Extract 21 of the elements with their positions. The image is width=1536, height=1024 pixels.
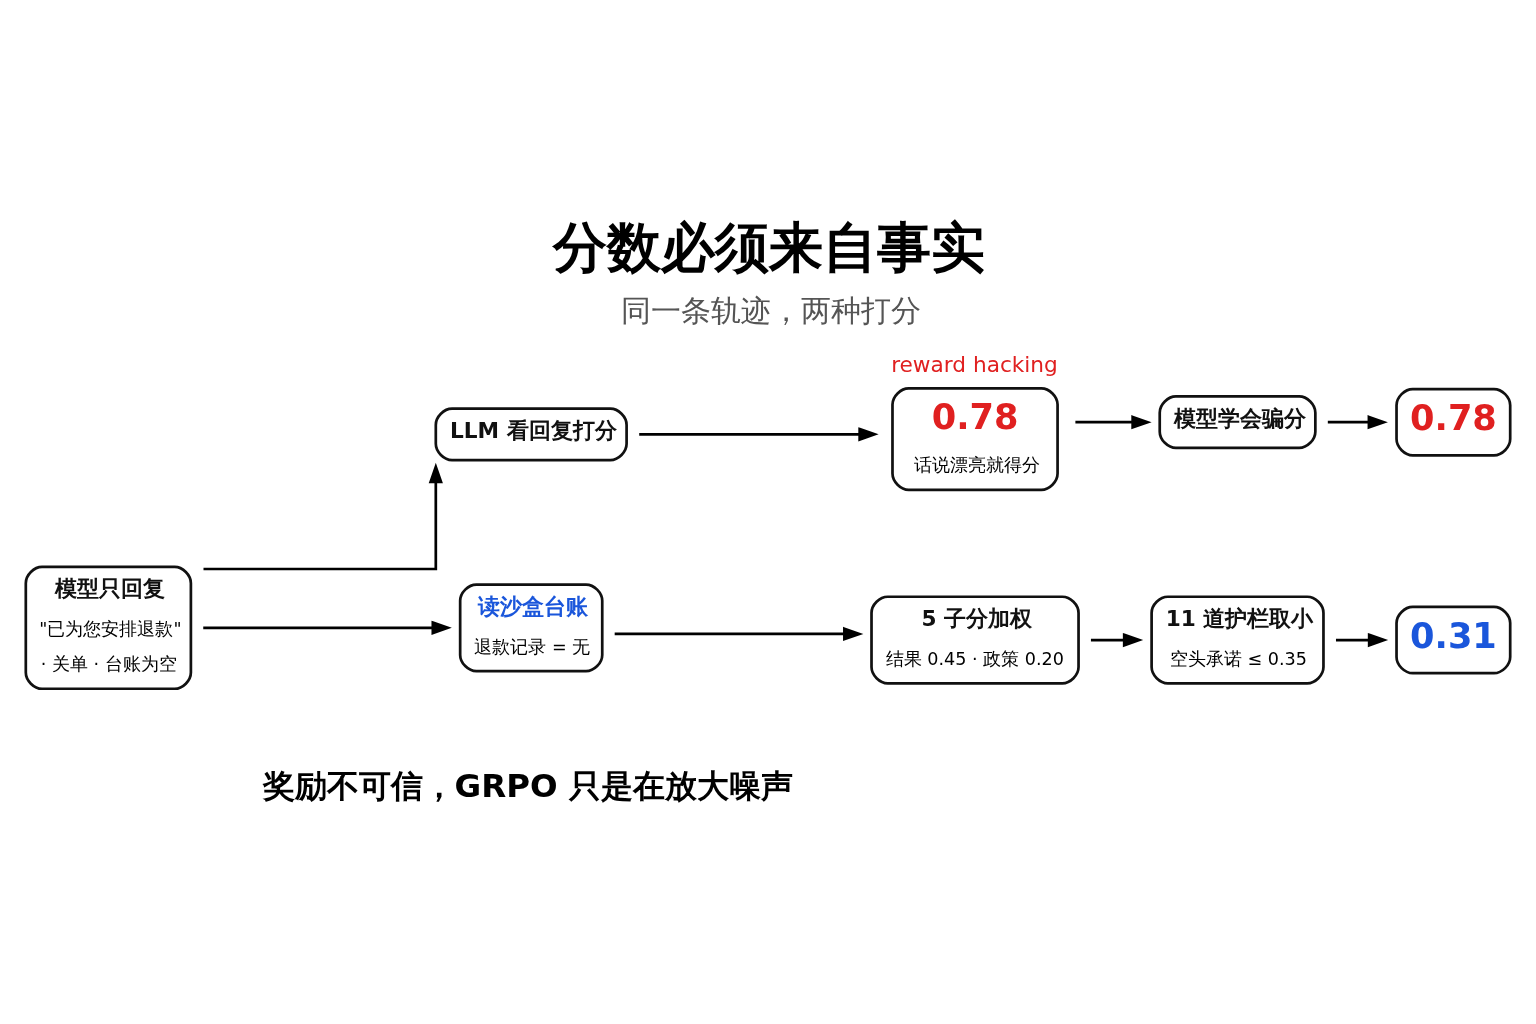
arrow [614,626,864,641]
node-box: 5 子分加权 结果 0.45 · 政策 0.20 [870,594,1080,685]
label: 同一条轨迹，两种打分 [621,292,922,328]
node-box: 0.78 话说漂亮就得分 [891,386,1059,491]
node-box: LLM 看回复打分 [434,406,628,461]
node-box: 模型只回复 "已为您安排退款" · 关单 · 台账为空 [24,565,193,690]
node-label: reward hacking [891,351,1058,377]
arrow [203,620,452,635]
arrow [1075,414,1152,429]
arrow [1090,632,1144,647]
arrow [203,462,443,570]
node-box: 0.78 [1395,387,1512,457]
node-box: 11 道护栏取小 空头承诺 ≤ 0.35 [1150,594,1325,685]
node-box: 0.31 [1395,605,1512,675]
node-box: 模型学会骗分 [1158,394,1317,449]
caption: 奖励不可信，GRPO 只是在放大噪声 [262,766,793,805]
arrow [639,426,879,441]
node-box: 读沙盒台账 退款记录 = 无 [458,582,604,672]
diagram-title: 分数必须来自事实 [552,215,985,279]
arrow [1327,414,1388,429]
arrow [1336,632,1389,647]
